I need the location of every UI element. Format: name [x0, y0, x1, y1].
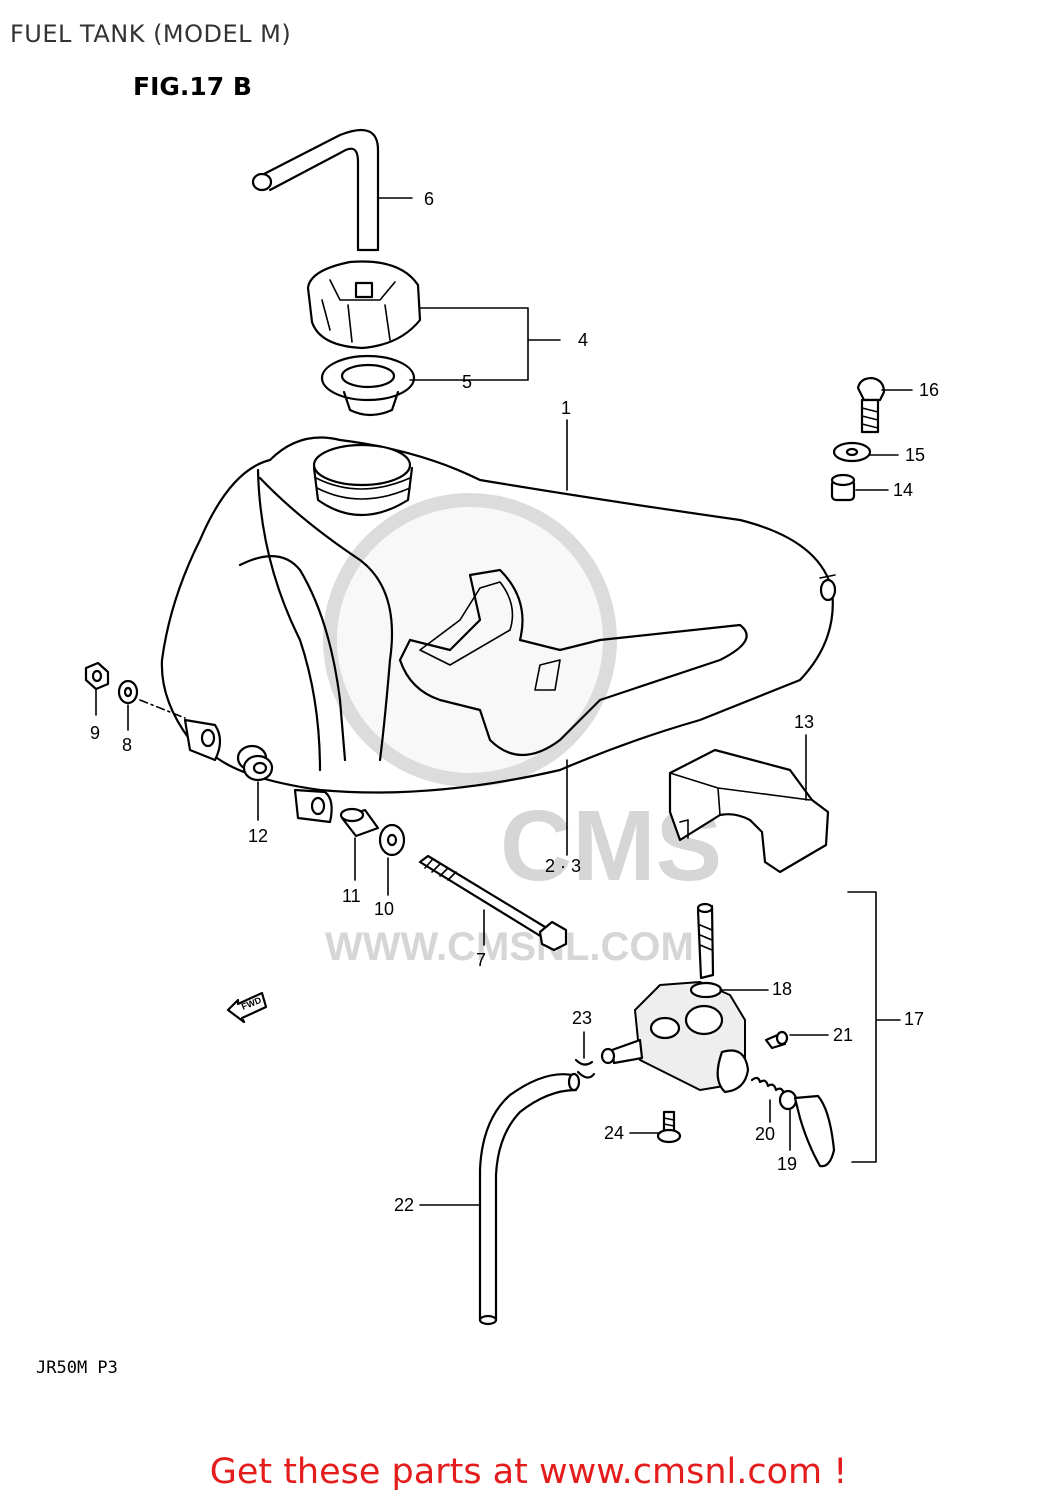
part-1-fuel-tank	[160, 436, 837, 824]
callout-20: 20	[755, 1124, 775, 1144]
part-4-fuel-cap	[306, 260, 422, 350]
part-6-breather-hose	[251, 128, 380, 252]
callout-11: 11	[342, 886, 361, 906]
part-12-grommet	[236, 744, 274, 782]
part-7-bolt	[418, 854, 568, 952]
callout-22: 22	[394, 1195, 414, 1215]
part-18-o-ring	[689, 981, 723, 999]
part-11-collar	[339, 807, 380, 838]
callout-18: 18	[772, 979, 792, 999]
model-code: JR50M P3	[36, 1358, 118, 1378]
callout-numbers: 1 2 · 3 4 5 6 7 8 9 10 11 12 13 14 15 16…	[90, 189, 939, 1215]
callout-12: 12	[248, 826, 268, 846]
part-14-collar	[830, 473, 856, 502]
figure-label: FIG.17 B	[133, 72, 252, 101]
callout-24: 24	[604, 1123, 624, 1143]
callout-7: 7	[476, 950, 486, 970]
callout-16: 16	[919, 380, 939, 400]
callout-21: 21	[833, 1025, 853, 1045]
part-17-fuel-cock	[600, 902, 750, 1094]
callout-23: 23	[572, 1008, 592, 1028]
callout-17: 17	[904, 1009, 924, 1029]
callout-8: 8	[122, 735, 132, 755]
callout-4: 4	[578, 330, 588, 350]
callout-6: 6	[424, 189, 434, 209]
part-24-screw	[656, 1110, 682, 1144]
part-19-lever	[778, 1089, 836, 1168]
part-10-washer	[378, 823, 406, 857]
part-9-nut	[84, 661, 110, 691]
part-23-clip	[574, 1058, 596, 1079]
fwd-arrow-icon: FWD	[226, 991, 268, 1024]
part-13-cover	[668, 748, 830, 874]
callout-10: 10	[374, 899, 394, 919]
callout-19: 19	[777, 1154, 797, 1174]
watermark-url: WWW.CMSNL.COM	[325, 925, 694, 969]
callout-1: 1	[561, 398, 571, 418]
page-title: FUEL TANK (MODEL M)	[10, 20, 292, 48]
callout-14: 14	[893, 480, 913, 500]
part-22-fuel-hose	[478, 1072, 581, 1326]
part-21-screw	[764, 1030, 789, 1050]
callout-5: 5	[462, 372, 472, 392]
part-5-cap-gasket	[320, 354, 416, 417]
leader-lines	[95, 197, 913, 1206]
callout-13: 13	[794, 712, 814, 732]
part-16-bolt	[856, 376, 886, 434]
callout-9: 9	[90, 723, 100, 743]
callout-2-3: 2 · 3	[545, 856, 581, 876]
callout-15: 15	[905, 445, 925, 465]
part-8-washer	[117, 679, 139, 705]
get-parts-link[interactable]: Get these parts at www.cmsnl.com !	[209, 1452, 848, 1492]
part-15-washer	[832, 441, 872, 463]
part-20-spring	[750, 1076, 786, 1096]
